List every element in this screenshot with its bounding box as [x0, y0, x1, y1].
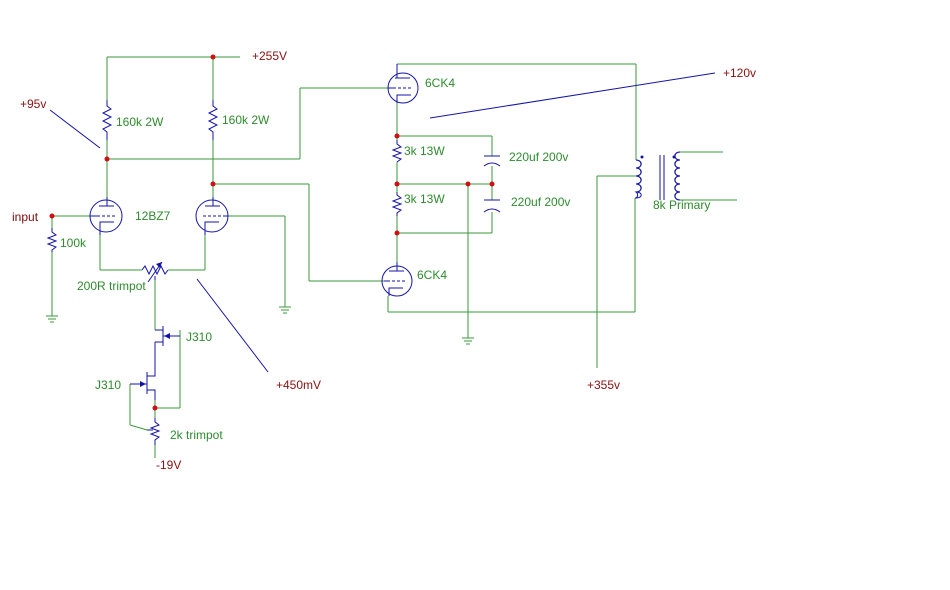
voltage-label-120: +120v [723, 66, 756, 80]
jfet-j310-upper [154, 326, 180, 370]
output-transformer [634, 151, 681, 201]
ground-right-grid [279, 306, 291, 314]
voltage-label-255: +255V [252, 49, 287, 63]
ground-symbols [46, 306, 474, 345]
label-160k-left: 160k 2W [116, 115, 164, 129]
voltage-label-95: +95v [20, 97, 46, 111]
capacitor-220uf-bottom [483, 199, 501, 213]
tube-6ck4-top [387, 64, 419, 104]
label-cap-top: 220uf 200v [509, 150, 568, 164]
voltage-label-450mv: +450mV [276, 378, 321, 392]
tube-12bz7-left [89, 197, 123, 235]
resistor-160k-left [101, 100, 113, 140]
ground-input [46, 315, 58, 323]
resistor-100k [46, 228, 58, 252]
label-12bz7: 12BZ7 [135, 209, 171, 223]
trimpot-200r [141, 261, 169, 283]
annotation-pointers [49, 72, 716, 373]
resistor-3k-top [391, 140, 403, 163]
input-label: input [12, 210, 39, 224]
label-6ck4-bottom: 6CK4 [417, 268, 447, 282]
voltage-label-neg19: -19V [156, 458, 181, 472]
resistor-160k-right [207, 100, 219, 140]
trimpot-2k [147, 418, 161, 445]
label-100k: 100k [60, 236, 87, 250]
tube-6ck4-bottom [381, 262, 413, 297]
label-cap-bottom: 220uf 200v [511, 195, 570, 209]
label-200r-trimpot: 200R trimpot [77, 279, 146, 293]
junctions [49, 54, 495, 411]
label-transformer: 8k Primary [653, 198, 710, 212]
voltage-label-355: +355v [587, 378, 620, 392]
resistor-3k-bottom [391, 192, 403, 216]
ground-cap-mid [462, 337, 474, 345]
label-j310-upper: J310 [186, 330, 212, 344]
wires [50, 56, 737, 458]
label-j310-lower: J310 [95, 378, 121, 392]
jfet-j310-lower [130, 370, 156, 400]
label-160k-right: 160k 2W [222, 113, 270, 127]
label-6ck4-top: 6CK4 [425, 76, 455, 90]
tube-12bz7-right [195, 197, 229, 235]
capacitor-220uf-top [483, 155, 501, 167]
label-2k-trimpot: 2k trimpot [170, 428, 223, 442]
label-3k-bottom: 3k 13W [404, 192, 445, 206]
label-3k-top: 3k 13W [404, 144, 445, 158]
